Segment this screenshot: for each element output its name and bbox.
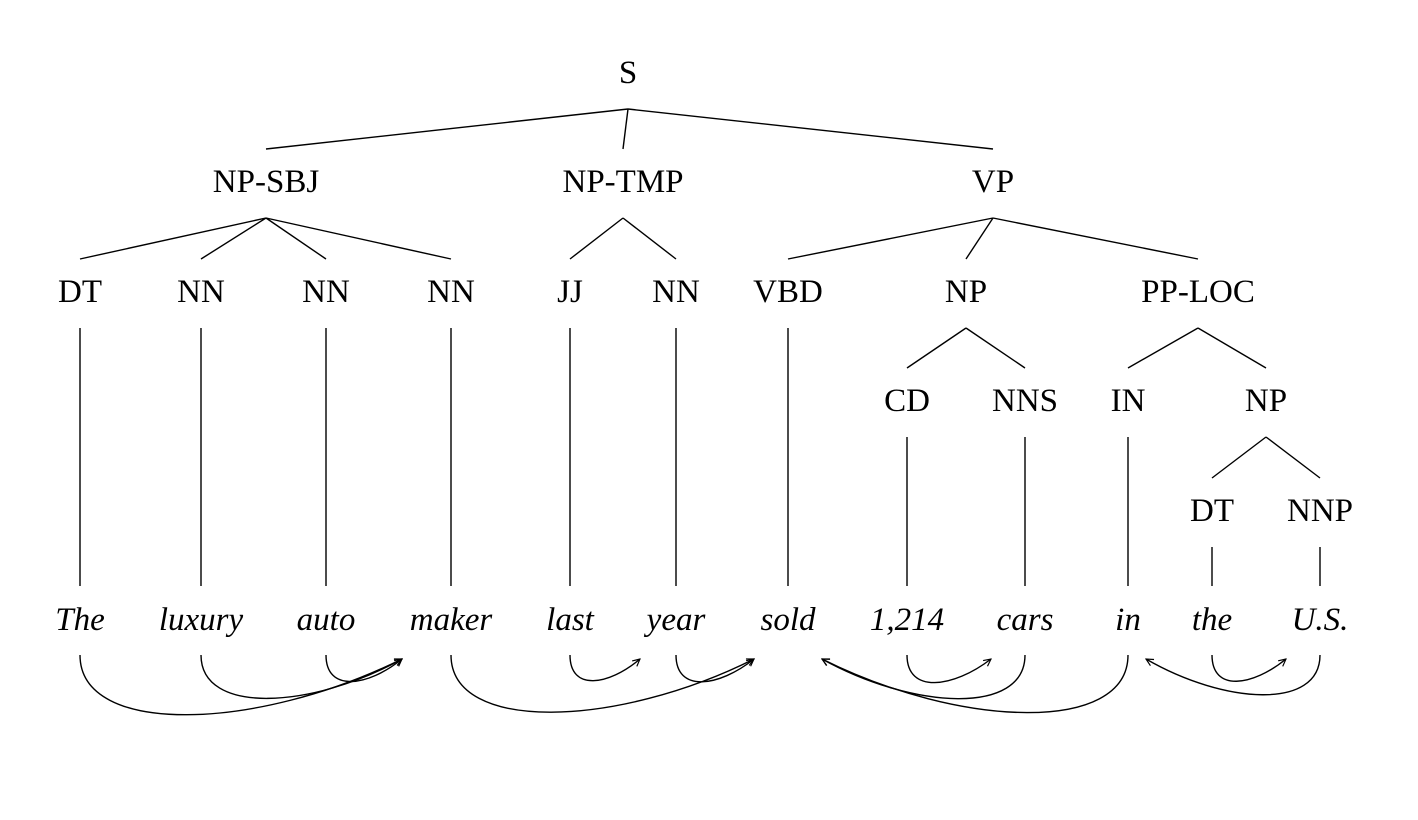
dependency-arc (569, 654, 640, 682)
node-nn1: NN (177, 274, 225, 310)
node-nn3: NN (427, 274, 475, 310)
word-token: U.S. (1292, 602, 1349, 638)
word-token: maker (410, 602, 493, 638)
tree-edge (79, 217, 267, 260)
dependency-arc (325, 654, 402, 683)
word-token: 1,214 (870, 602, 944, 638)
node-jj: JJ (557, 274, 583, 310)
tree-edge (1265, 436, 1321, 479)
dependency-arc (1211, 654, 1286, 682)
tree-edge (1127, 327, 1199, 369)
tree-edges (79, 108, 1321, 586)
node-vbd: VBD (753, 274, 823, 310)
tree-edge (569, 217, 624, 260)
node-np2: NP (1245, 383, 1287, 419)
tree-edge (906, 327, 967, 369)
word-token: year (644, 602, 706, 638)
node-dt1: DT (58, 274, 102, 310)
word-token: auto (297, 602, 356, 638)
word-token: the (1192, 602, 1232, 638)
dependency-arc (450, 654, 754, 713)
word-token: sold (760, 602, 816, 638)
node-np1: NP (945, 274, 987, 310)
tree-edge (787, 217, 994, 260)
node-nn2: NN (302, 274, 350, 310)
sentence-words: The luxury auto maker last year sold 1,214 cars i… (55, 602, 1348, 638)
tree-edge (1211, 436, 1267, 479)
tree-edge (627, 108, 994, 150)
tree-edge (622, 217, 677, 260)
node-nn4: NN (652, 274, 700, 310)
word-token: luxury (159, 602, 244, 638)
node-nnp: NNP (1287, 493, 1353, 529)
word-token: in (1115, 602, 1141, 638)
node-np-tmp: NP-TMP (562, 164, 683, 200)
dependency-arcs (79, 654, 1321, 716)
node-nns: NNS (992, 383, 1058, 419)
tree-edge (965, 217, 994, 260)
node-labels: S NP-SBJ NP-TMP VP DT NN NN NN JJ NN VBD NP PP-LOC CD… (58, 55, 1353, 529)
node-in: IN (1111, 383, 1146, 419)
dependency-arc (1146, 654, 1321, 696)
node-vp: VP (972, 164, 1014, 200)
node-cd: CD (884, 383, 930, 419)
tree-edge (965, 327, 1026, 369)
dependency-arc (200, 654, 402, 699)
tree-edge (265, 217, 452, 260)
word-token: last (546, 602, 595, 638)
node-pp-loc: PP-LOC (1141, 274, 1255, 310)
tree-edge (622, 108, 629, 150)
tree-edge (265, 217, 327, 260)
node-dt2: DT (1190, 493, 1234, 529)
dependency-arc (822, 654, 1129, 714)
tree-edge (1197, 327, 1267, 369)
dependency-arc (79, 654, 402, 716)
word-token: cars (997, 602, 1054, 638)
tree-edge (200, 217, 267, 260)
node-np-sbj: NP-SBJ (213, 164, 320, 200)
dependency-arc (822, 654, 1026, 700)
dependency-arc (906, 654, 991, 684)
dependency-arc (675, 654, 754, 683)
tree-edge (265, 108, 629, 150)
tree-edge (992, 217, 1199, 260)
node-s: S (619, 55, 637, 91)
word-token: The (55, 602, 105, 638)
